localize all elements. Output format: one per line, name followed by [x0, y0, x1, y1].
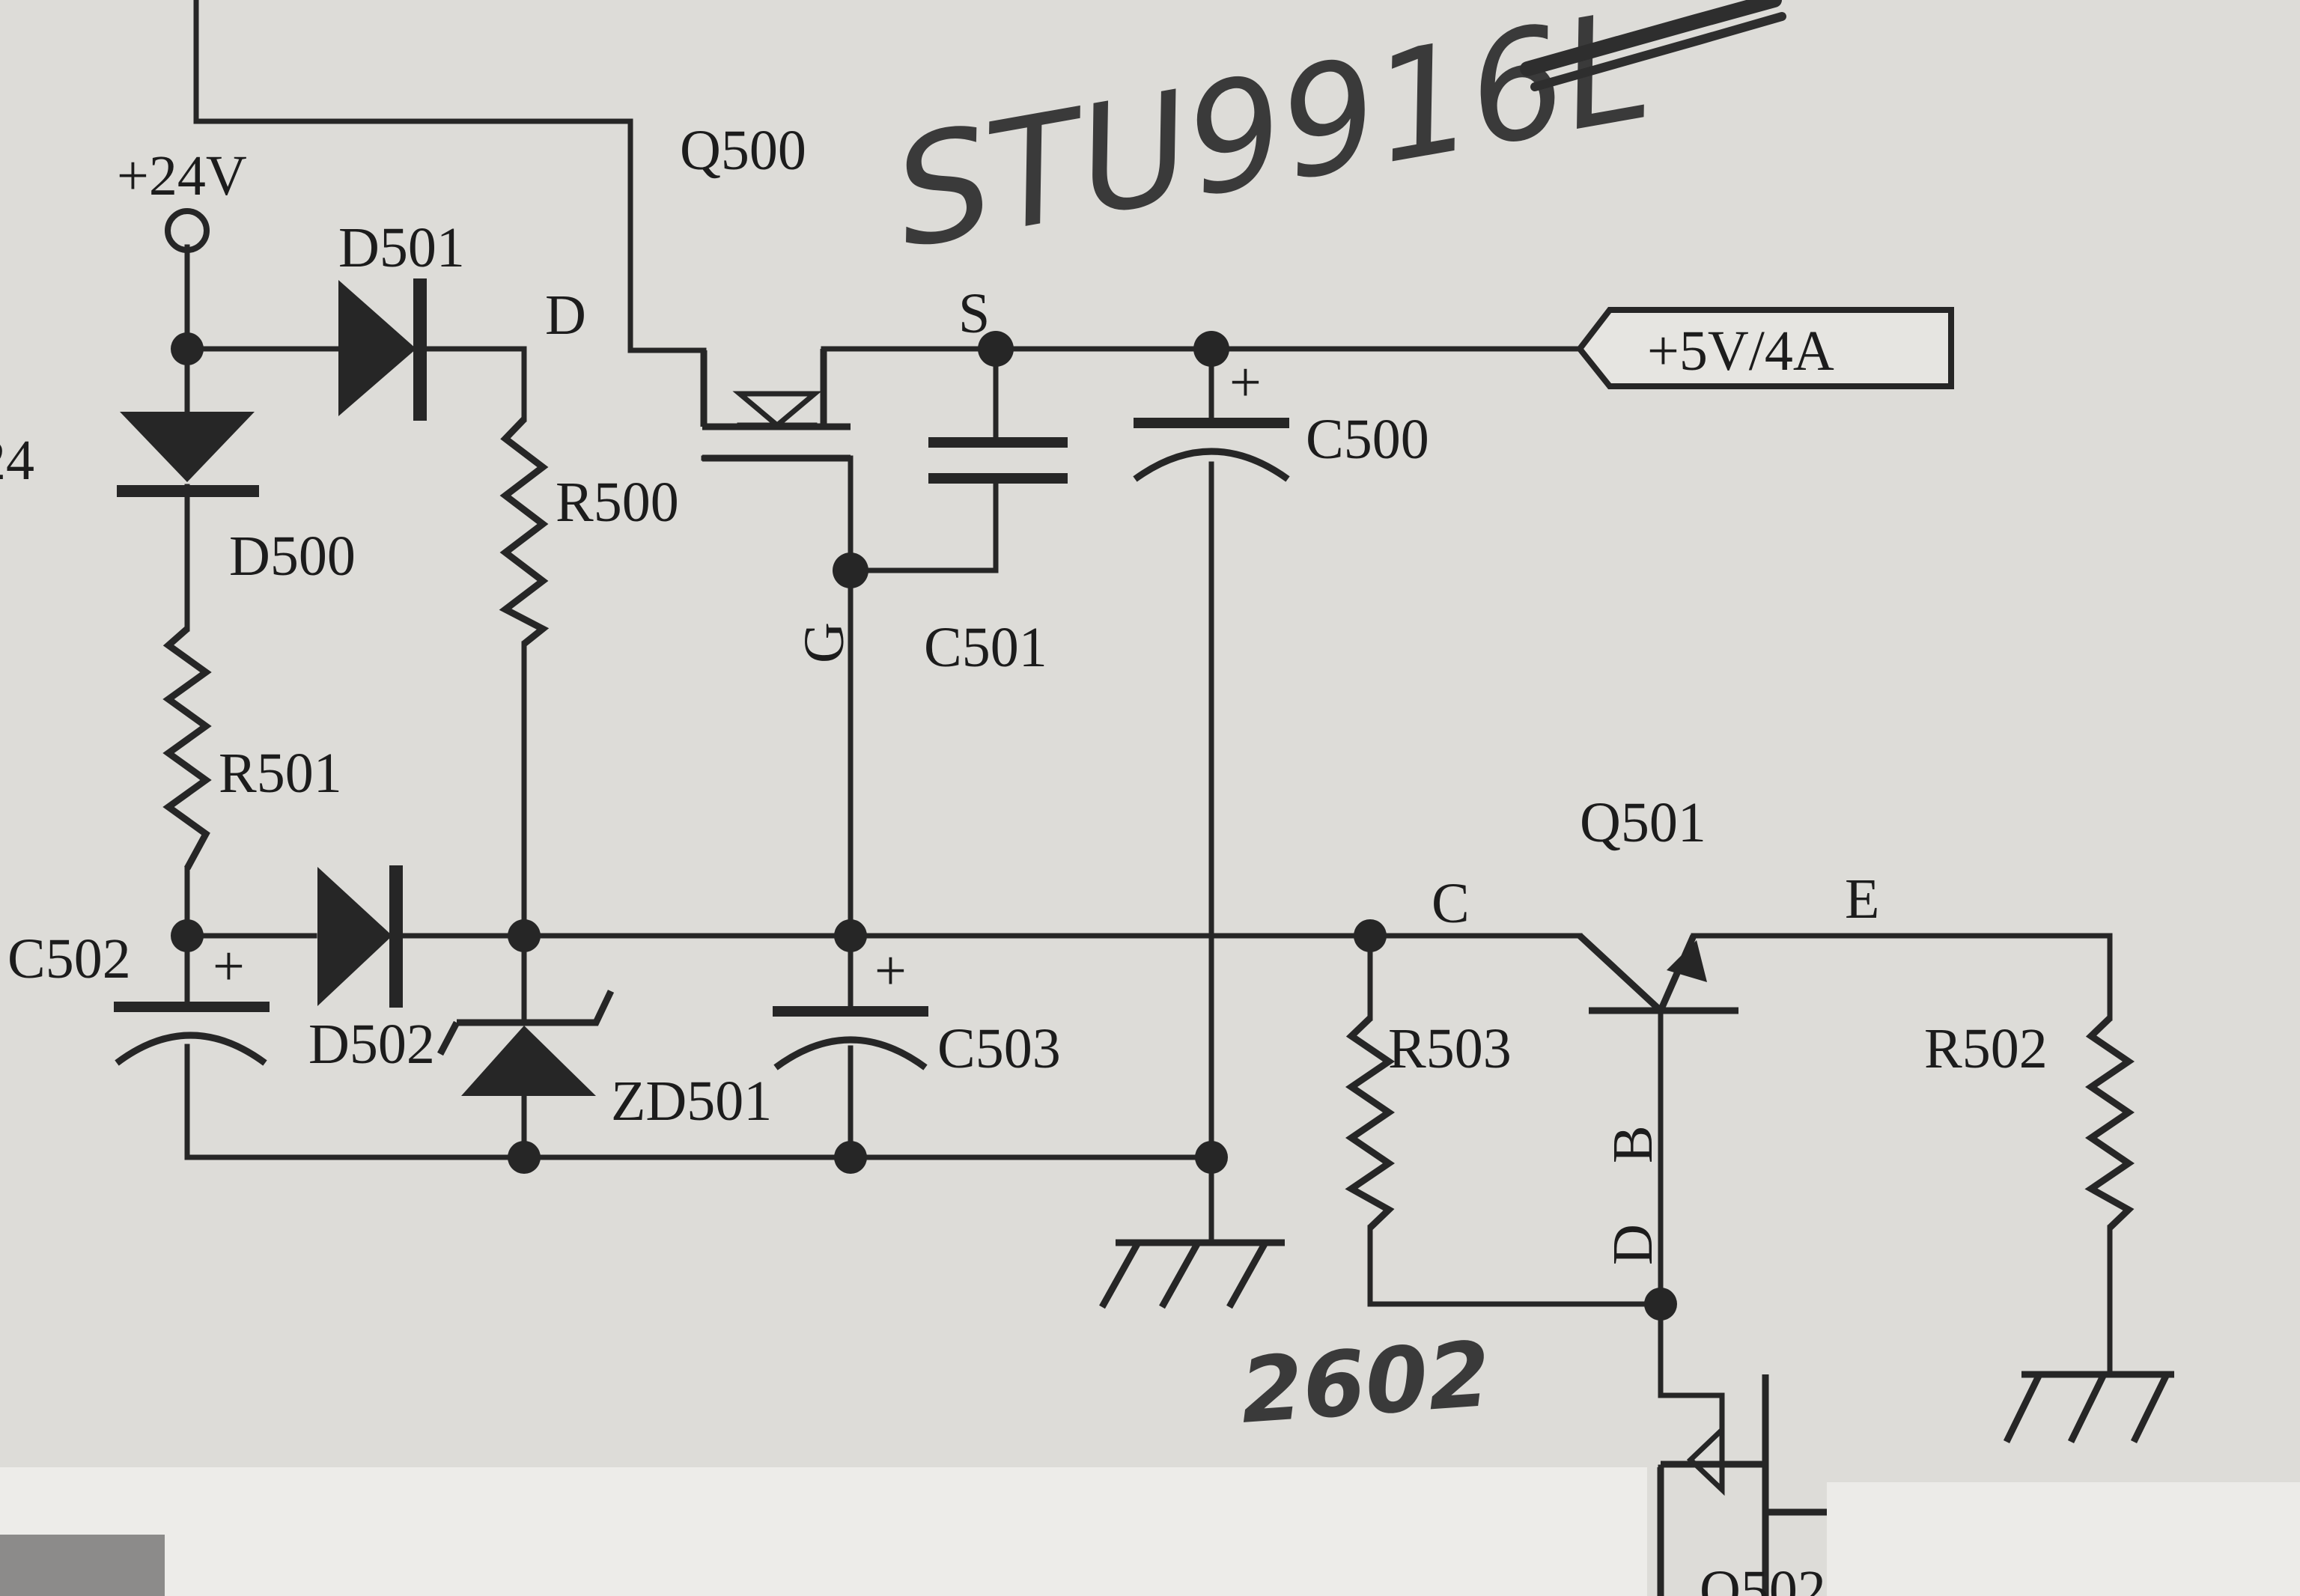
label-pin-d2: D [1601, 1224, 1664, 1265]
capacitor-c500-symbol [1133, 418, 1290, 482]
label-r503: R503 [1388, 1017, 1512, 1080]
output-tag [1575, 307, 1954, 389]
label-r502: R502 [1924, 1017, 2048, 1080]
label-pin-s: S [958, 282, 990, 345]
handwritten-part-number: STU9916L [882, 0, 1661, 282]
resistor-r500-symbol [499, 416, 550, 647]
label-zd501: ZD501 [611, 1070, 772, 1133]
label-d502: D502 [308, 1013, 435, 1076]
label-q502: Q502 [1700, 1559, 1826, 1596]
ground-symbol-2 [2003, 1371, 2174, 1443]
label-r500: R500 [556, 471, 679, 534]
zener-zd501-symbol [437, 990, 615, 1096]
label-q500: Q500 [680, 119, 806, 182]
diode-d501-symbol [338, 278, 427, 421]
resistor-r502-symbol [2084, 1015, 2135, 1231]
labels: +24V D501 D Q500 S +5V/4A 24 C500 + R500… [0, 119, 2048, 1596]
label-c503: C503 [937, 1017, 1061, 1080]
label-pin-b: B [1601, 1125, 1664, 1163]
diode-d500-symbol [117, 412, 259, 497]
label-c500: C500 [1306, 408, 1429, 471]
label-d500: D500 [229, 525, 356, 588]
mosfet-q500-symbol [700, 349, 854, 573]
capacitor-c501-symbol [928, 437, 1068, 484]
label-v24: +24V [117, 144, 247, 207]
handwritten-number: 2602 [1237, 1323, 1494, 1444]
handwritten-stroke [1520, 0, 1782, 76]
ground-symbol-1 [1099, 1239, 1285, 1309]
label-plus-c502: + [213, 935, 245, 998]
label-d501: D501 [338, 216, 465, 279]
label-c502: C502 [7, 928, 131, 990]
label-pin-g: G [793, 622, 856, 663]
label-c501: C501 [924, 616, 1047, 679]
capacitor-c502-symbol [114, 1002, 270, 1066]
label-r501: R501 [219, 742, 342, 805]
label-pin-d: D [545, 284, 586, 347]
resistor-r501-symbol [162, 626, 212, 871]
bottom-edge-strip [0, 1467, 2300, 1596]
supply-terminal [165, 208, 210, 253]
label-q501: Q501 [1580, 791, 1706, 854]
transistor-q501-symbol [1577, 933, 1738, 1014]
diode-d502-symbol [317, 865, 403, 1008]
mosfet-q502-symbol [1657, 1374, 1827, 1596]
label-edge-left: 24 [0, 429, 34, 492]
label-pin-e: E [1845, 868, 1879, 931]
resistor-r503-symbol [1345, 1015, 1396, 1231]
junction-dots [171, 331, 1677, 1321]
label-pin-c: C [1432, 872, 1470, 935]
label-plus-c503: + [874, 939, 907, 1002]
capacitor-c503-symbol [773, 1006, 928, 1070]
label-out: +5V/4A [1647, 320, 1834, 383]
label-plus-c500: + [1229, 351, 1262, 414]
